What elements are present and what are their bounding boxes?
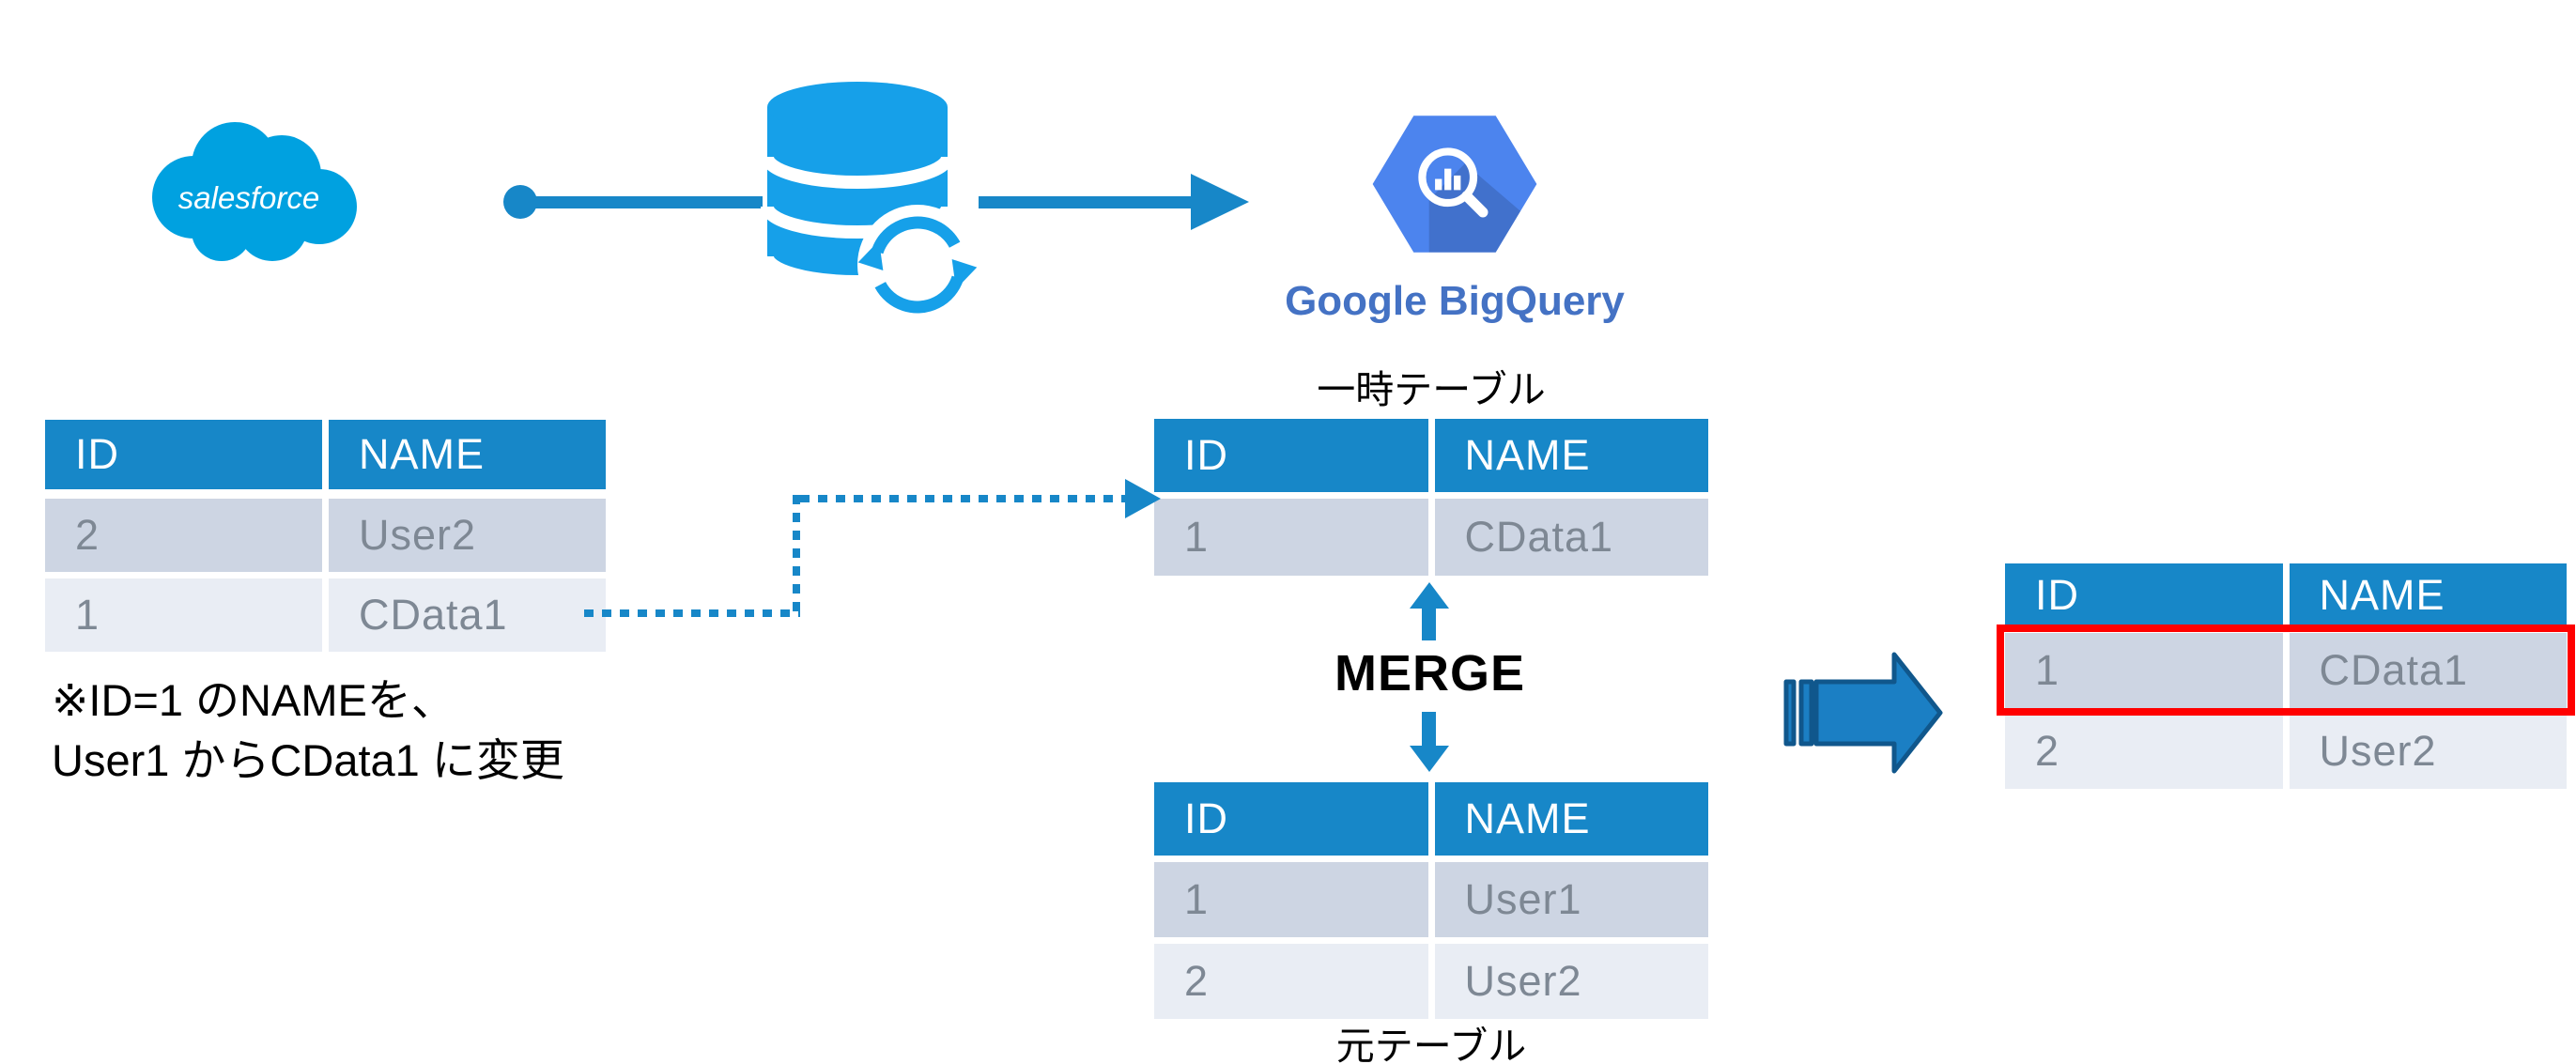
table-row: 1 CData1 [45, 578, 606, 652]
table-cell: 1 [1154, 862, 1428, 937]
table-cell: User2 [1434, 944, 1708, 1019]
dotted-connector-segment-upper [800, 495, 1127, 502]
column-header: NAME [1434, 419, 1708, 492]
bigquery-hexagon-icon [1372, 116, 1537, 253]
table-row: 1 CData1 [1154, 499, 1708, 576]
salesforce-cloud-logo-icon: salesforce [152, 122, 357, 261]
table-cell: User1 [1434, 862, 1708, 937]
table-cell: 1 [45, 578, 322, 652]
column-header: ID [1154, 782, 1428, 856]
table-cell: 2 [1154, 944, 1428, 1019]
column-header: NAME [1434, 782, 1708, 856]
note-line-1: ※ID=1 のNAMEを、 [52, 675, 455, 725]
table-cell: CData1 [329, 578, 606, 652]
note-line-2: User1 からCData1 に変更 [52, 735, 564, 785]
table-cell: CData1 [2289, 633, 2567, 708]
dotted-connector-arrowhead [1125, 479, 1161, 518]
row-highlight-box [1997, 625, 2575, 716]
source-table-label: 元テーブル [1335, 1025, 1527, 1064]
bigquery-label: Google BigQuery [1285, 278, 1625, 324]
salesforce-logo-text: salesforce [178, 180, 319, 215]
column-header: ID [1154, 419, 1428, 492]
salesforce-table: ID NAME 2 User2 1 CData1 [45, 420, 606, 652]
table-cell: User2 [2289, 714, 2567, 789]
table-row-highlighted: 1 CData1 [2005, 633, 2567, 708]
result-table: ID NAME 1 CData1 2 User2 [2005, 563, 2567, 789]
merge-down-arrow-icon [1410, 746, 1449, 772]
merge-up-arrow-icon [1410, 582, 1449, 609]
table-cell: 1 [1154, 499, 1428, 576]
merge-label: MERGE [1334, 645, 1526, 702]
table-row: 2 User2 [1154, 944, 1708, 1019]
database-sync-icon [761, 82, 978, 325]
database-to-bigquery-arrowhead [1191, 174, 1249, 230]
table-cell: 2 [45, 499, 322, 572]
column-header: NAME [2289, 563, 2567, 627]
source-table: ID NAME 1 User1 2 User2 [1154, 782, 1708, 1019]
table-row: 1 User1 [1154, 862, 1708, 937]
database-to-bigquery-line [979, 196, 1193, 208]
table-cell: User2 [329, 499, 606, 572]
column-header: NAME [329, 420, 606, 489]
big-right-arrow-icon [1783, 652, 1943, 774]
table-header-row: ID NAME [1154, 419, 1708, 492]
table-cell: 1 [2005, 633, 2283, 708]
table-header-row: ID NAME [45, 420, 606, 489]
column-header: ID [45, 420, 322, 489]
merge-up-arrow-stem [1422, 607, 1436, 640]
table-row: 2 User2 [2005, 714, 2567, 789]
table-header-row: ID NAME [1154, 782, 1708, 856]
temp-table-label: 一時テーブル [1317, 368, 1546, 411]
merge-down-arrow-stem [1422, 712, 1436, 746]
dotted-connector-segment-lower [584, 609, 800, 617]
table-row: 2 User2 [45, 499, 606, 572]
temp-table: ID NAME 1 CData1 [1154, 419, 1708, 576]
table-cell: 2 [2005, 714, 2283, 789]
dotted-connector-segment-vertical [793, 495, 800, 617]
column-header: ID [2005, 563, 2283, 627]
table-header-row: ID NAME [2005, 563, 2567, 627]
note-text: ※ID=1 のNAMEを、 User1 からCData1 に変更 [52, 671, 564, 791]
bigquery-chart-bars-icon [1435, 168, 1461, 191]
salesforce-to-database-line [520, 196, 763, 208]
table-cell: CData1 [1434, 499, 1708, 576]
